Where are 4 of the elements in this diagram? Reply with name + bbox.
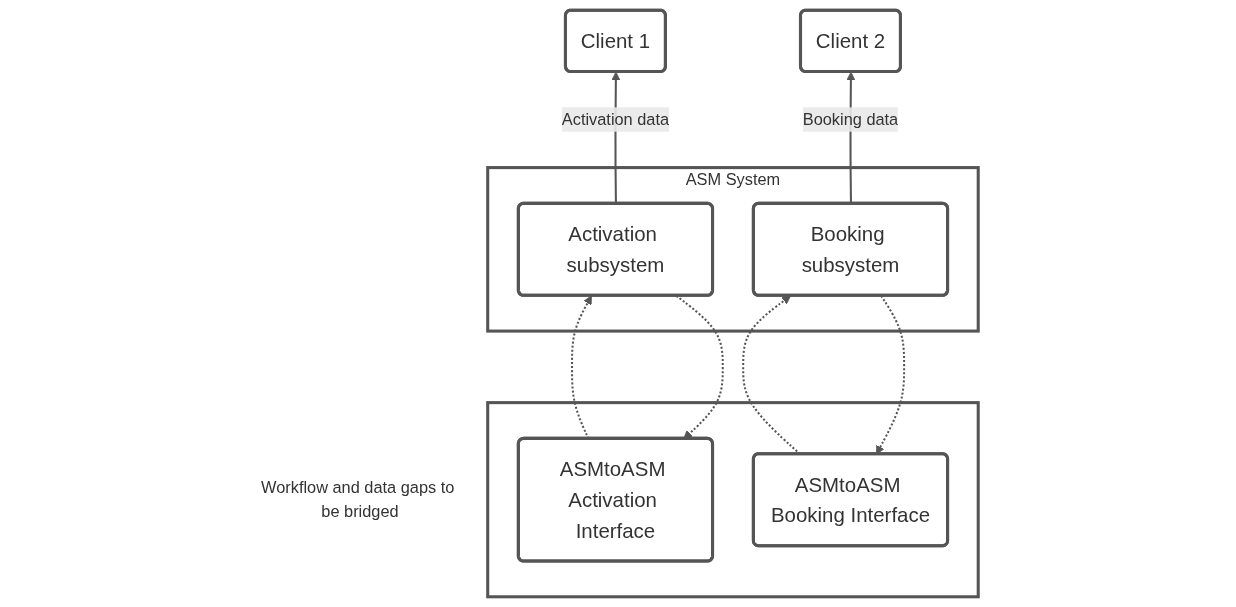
- edge-label: Booking data: [802, 110, 899, 128]
- edge-label: Activation data: [561, 110, 670, 128]
- cluster: [486, 401, 980, 599]
- node-label: Workflow and data gaps to be bridged: [261, 478, 455, 521]
